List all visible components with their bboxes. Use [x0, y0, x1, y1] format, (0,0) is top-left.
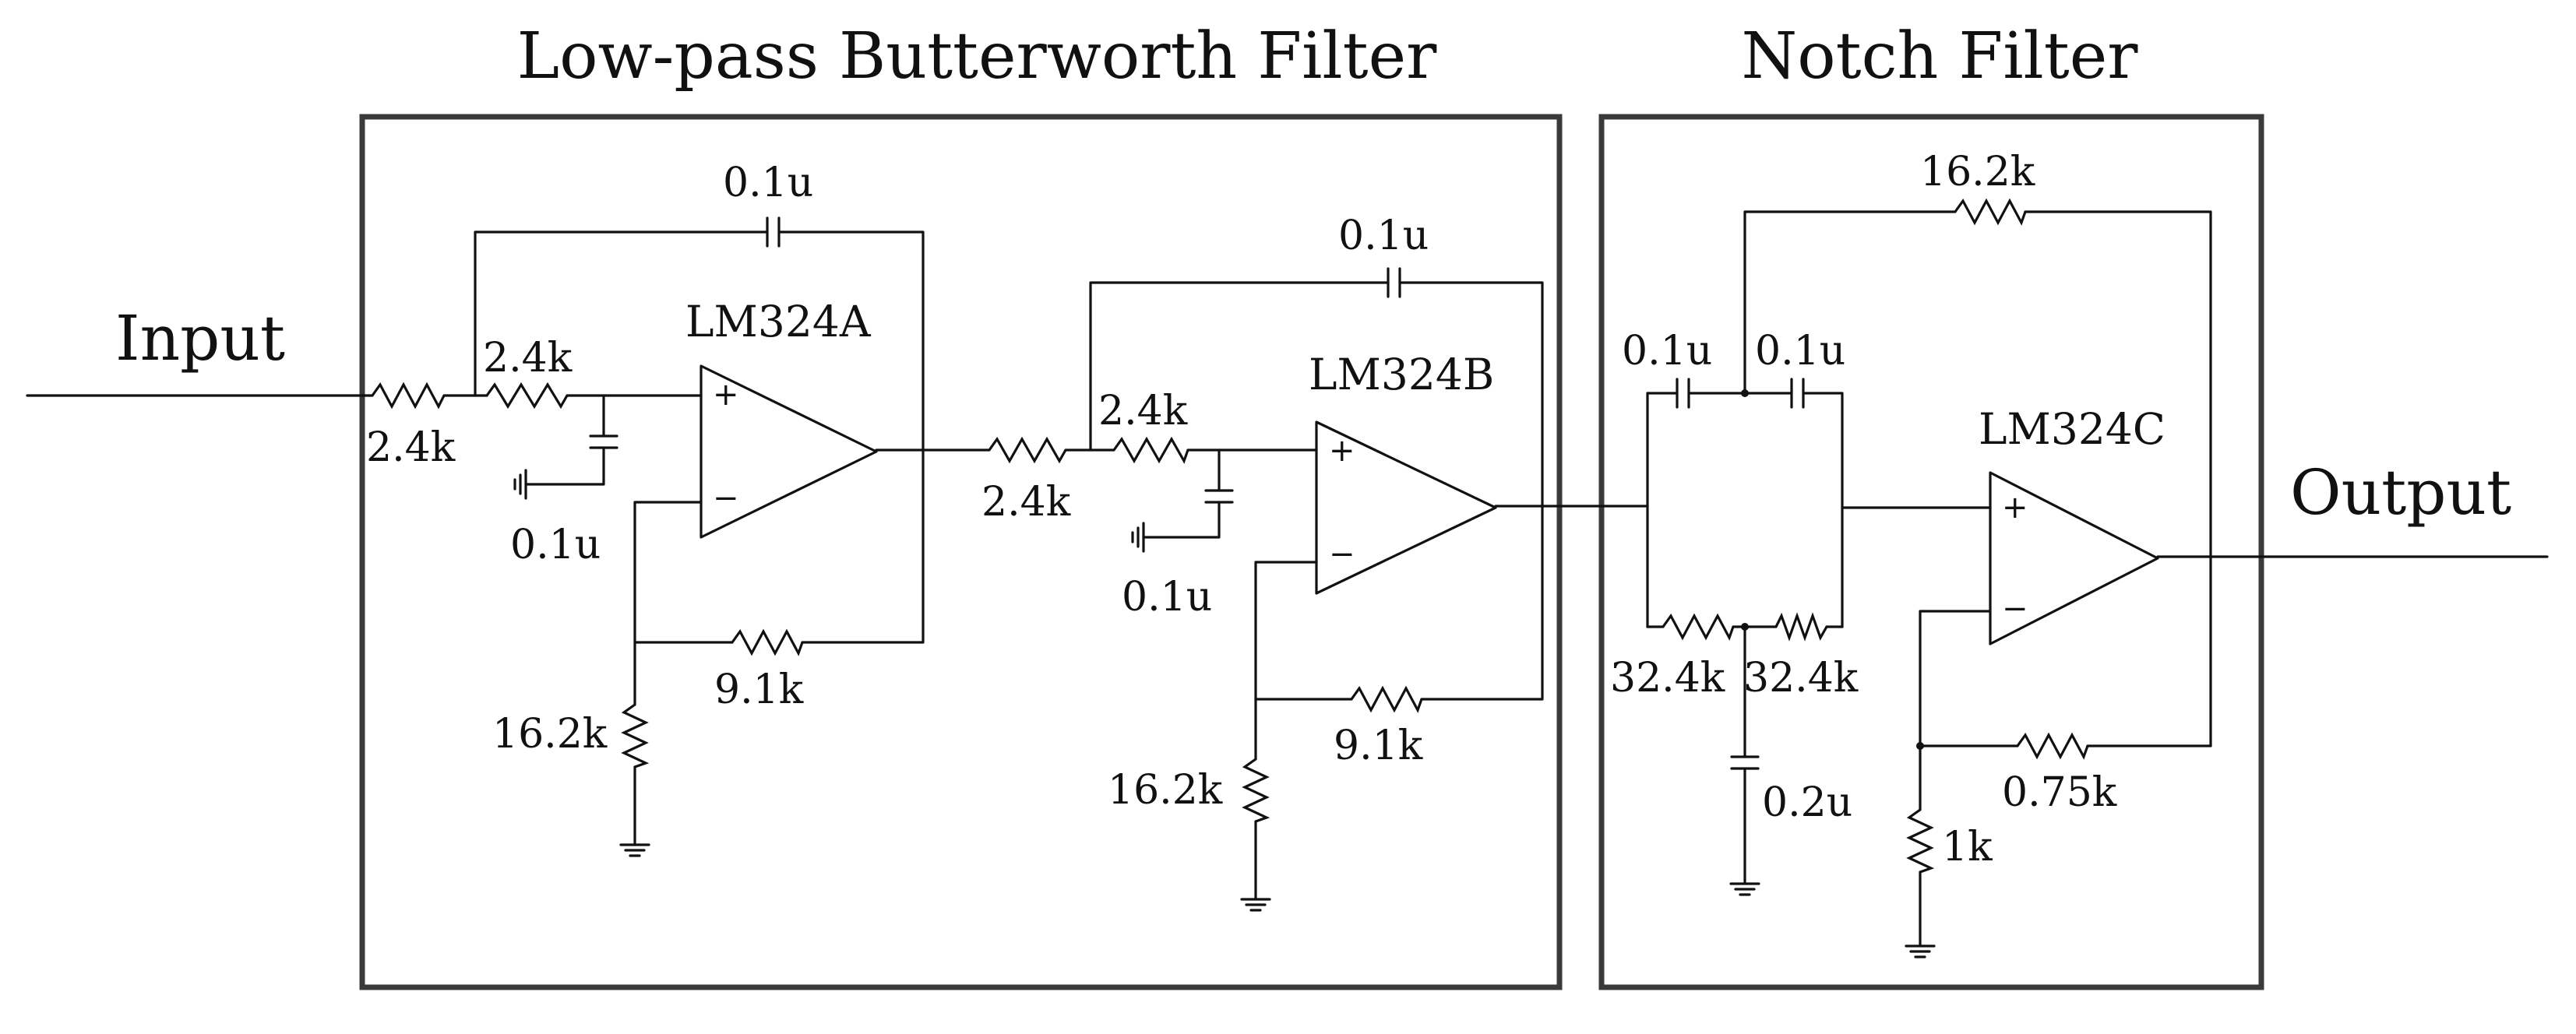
label-c-gnd-a: 0.1u — [510, 522, 601, 568]
input-label: Input — [115, 302, 285, 375]
ground-capacitor-a — [589, 434, 618, 449]
opamp-a-label: LM324A — [685, 297, 872, 346]
junction-dot — [1741, 389, 1749, 397]
wire-a-neg — [633, 448, 925, 644]
label-r-fb-a: 9.1k — [714, 666, 804, 713]
label-c-fb-b: 0.1u — [1338, 213, 1429, 259]
opamp-c-label: LM324C — [1979, 404, 2165, 454]
input-resistor-a — [371, 382, 446, 410]
wire-b-fb-cap — [1089, 281, 1544, 508]
label-c-notch-right: 0.1u — [1755, 328, 1845, 375]
label-r-notch-left: 32.4k — [1610, 655, 1725, 702]
label-r-gnd-b: 16.2k — [1108, 767, 1223, 814]
wire-notch-fb-top — [1743, 210, 2212, 747]
opamp-b-label: LM324B — [1309, 350, 1494, 399]
feedback-capacitor-a — [766, 216, 781, 248]
ground-capacitor-b — [1204, 489, 1234, 504]
feedback-resistor-b — [1350, 685, 1423, 713]
ground-symbol-notch — [1729, 882, 1760, 896]
ground-resistor-b — [1242, 758, 1270, 823]
label-r-in-b: 2.4k — [981, 479, 1071, 526]
resistor-notch-top — [1954, 198, 2027, 226]
label-r-fb-b: 9.1k — [1334, 723, 1423, 769]
label-c-notch-center: 0.2u — [1762, 779, 1852, 826]
wire-b-gnd-cap — [1142, 448, 1221, 539]
ground-symbol-b-cap — [1131, 522, 1145, 553]
label-r-gnd-c: 1k — [1942, 824, 1993, 870]
ground-resistor-c — [1906, 808, 1935, 874]
capacitor-notch-left — [1676, 378, 1690, 409]
opamp-b-plus: + — [1329, 433, 1355, 469]
input-resistor-b — [988, 436, 1067, 464]
label-r-fb-c: 0.75k — [2002, 769, 2117, 816]
ground-symbol-a-cap — [513, 469, 527, 500]
junction-dot — [1741, 623, 1749, 631]
capacitor-notch-center — [1730, 755, 1760, 770]
feedback-resistor-c — [2016, 732, 2089, 760]
label-r2-b: 2.4k — [1098, 388, 1188, 434]
label-r-in-a: 2.4k — [366, 424, 456, 471]
resistor-notch-left — [1662, 613, 1735, 641]
resistor-2-b — [1112, 436, 1189, 464]
label-r2-a: 2.4k — [483, 335, 573, 382]
ground-resistor-a — [621, 703, 650, 768]
output-label: Output — [2290, 456, 2511, 529]
opamp-c — [1989, 471, 2159, 645]
feedback-capacitor-b — [1387, 267, 1401, 298]
label-r-notch-right: 32.4k — [1743, 655, 1859, 702]
opamp-c-minus: − — [2002, 591, 2028, 627]
ground-symbol-c — [1905, 944, 1936, 958]
lowpass-block-frame — [359, 114, 1563, 990]
wire-a-gnd-cap — [524, 394, 605, 486]
label-c-gnd-b: 0.1u — [1122, 574, 1212, 621]
opamp-a — [700, 364, 878, 539]
feedback-resistor-a — [731, 628, 804, 656]
label-r-notch-top: 16.2k — [1920, 149, 2035, 195]
ground-symbol-b — [1240, 898, 1271, 912]
label-c-notch-left: 0.1u — [1622, 328, 1712, 375]
notch-block-frame — [1598, 114, 2264, 990]
opamp-b-minus: − — [1329, 536, 1355, 572]
opamp-c-plus: + — [2002, 490, 2028, 526]
wire-b-neg — [1254, 505, 1544, 701]
wire-notch-top — [1646, 392, 1844, 628]
notch-block-title: Notch Filter — [1742, 19, 2139, 93]
junction-dot — [1916, 742, 1924, 750]
lowpass-block-title: Low-pass Butterworth Filter — [517, 19, 1437, 93]
label-c-fb-a: 0.1u — [723, 160, 813, 206]
resistor-2-a — [485, 382, 569, 410]
resistor-notch-right — [1774, 612, 1828, 642]
ground-symbol-a — [619, 843, 650, 857]
opamp-a-plus: + — [713, 377, 739, 413]
opamp-b — [1315, 420, 1497, 595]
opamp-a-minus: − — [713, 480, 739, 516]
wire-a-fb-cap — [474, 230, 925, 452]
capacitor-notch-right — [1790, 378, 1805, 409]
label-r-gnd-a: 16.2k — [492, 711, 608, 758]
wire-c-neg — [1919, 610, 2212, 747]
